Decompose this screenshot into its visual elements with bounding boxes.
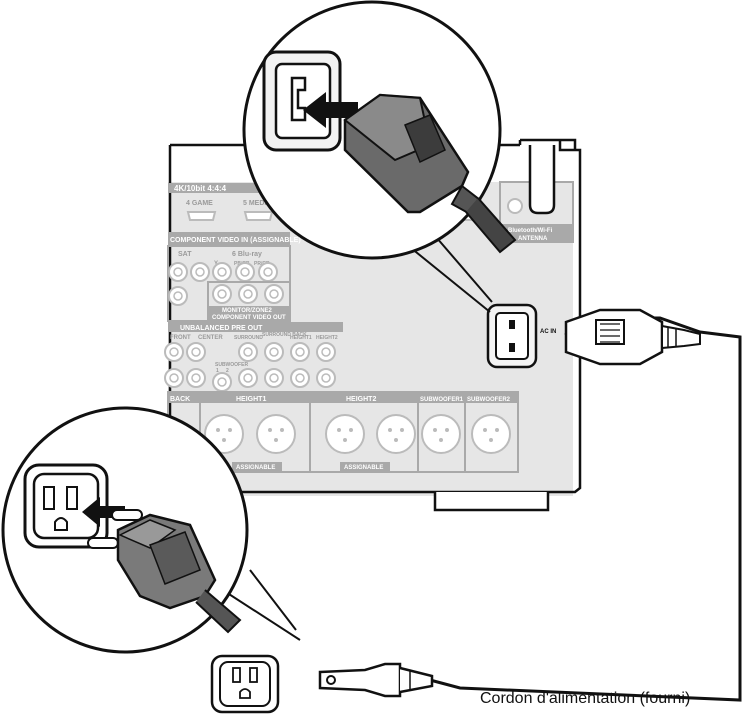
- pre-out-channel-label: SURROUND BACK: [262, 332, 307, 338]
- antenna-icon: [507, 145, 556, 215]
- hdmi-header: 4K/10bit 4:4:4: [174, 184, 227, 193]
- xlr-section: BACK HEIGHT1 HEIGHT2 SUBWOOFER1 SUBWOOFE…: [167, 391, 519, 473]
- hdmi-port-icon: [186, 211, 217, 221]
- rca-jack-icon: [186, 342, 206, 362]
- magnifier-bottom: [1, 406, 301, 654]
- pre-out-channel-label: SURROUND: [234, 335, 263, 341]
- magnifier-top: [242, 0, 517, 313]
- xlr-group-label: BACK: [170, 396, 190, 403]
- rca-jack-icon: [316, 368, 336, 388]
- xlr-group-label: SUBWOOFER2: [467, 397, 511, 403]
- xlr-group-label: SUBWOOFER1: [420, 397, 464, 403]
- iec-connector-icon: [343, 93, 517, 254]
- rca-jack-icon: [238, 368, 258, 388]
- hdmi-port-icon: [243, 211, 274, 221]
- rca-jack-icon: [290, 368, 310, 388]
- receiver-foot: [433, 492, 550, 512]
- antenna-sub-label: ANTENNA: [518, 236, 548, 242]
- rca-jack-icon: [186, 368, 206, 388]
- rca-jack-icon: [290, 342, 310, 362]
- monitor-out-section: MONITOR/ZONE2 COMPONENT VIDEO OUT: [207, 281, 291, 321]
- power-plug-icon: [318, 662, 434, 698]
- rca-jack-icon: [235, 262, 255, 282]
- component-sub-label: 6 Blu-ray: [232, 251, 262, 258]
- pre-out-channel-label: HEIGHT2: [316, 335, 338, 341]
- rca-jack-icon: [190, 262, 210, 282]
- component-channel-label: PR/CR: [254, 261, 270, 267]
- power-cord: [318, 308, 742, 702]
- assignable-label: ASSIGNABLE: [236, 465, 275, 471]
- xlr-jack-icon: [325, 414, 365, 454]
- rca-jack-icon: [212, 262, 232, 282]
- xlr-group-label: HEIGHT2: [346, 396, 376, 403]
- pre-out-header: UNBALANCED PRE OUT: [180, 325, 263, 332]
- antenna-section: Bluetooth/Wi-Fi ANTENNA: [499, 145, 574, 243]
- pre-out-section: UNBALANCED PRE OUT FRONT CENTER SURROUND…: [164, 322, 343, 392]
- rca-jack-icon: [264, 368, 284, 388]
- iec-connector-icon: [564, 308, 701, 366]
- rca-jack-icon: [238, 284, 258, 304]
- power-cord-caption: Cordon d'alimentation (fourni): [480, 690, 691, 707]
- rca-jack-icon: [212, 284, 232, 304]
- rca-jack-icon: [316, 342, 336, 362]
- iec-inlet-icon: [486, 303, 538, 369]
- subwoofer-num: 2: [226, 368, 229, 374]
- monitor-label: MONITOR/ZONE2: [222, 308, 273, 314]
- rca-jack-icon: [264, 284, 284, 304]
- wall-outlet-icon: [210, 654, 280, 714]
- subwoofer-num: 1: [216, 368, 219, 374]
- arrow-icon: [303, 92, 358, 128]
- xlr-jack-icon: [256, 414, 296, 454]
- iec-inlet-icon: [262, 50, 342, 152]
- pre-out-channel-label: HEIGHT1: [290, 335, 312, 341]
- rca-jack-icon: [258, 262, 278, 282]
- xlr-jack-icon: [204, 414, 244, 454]
- power-plug-icon: [87, 509, 242, 634]
- monitor-sub-label: COMPONENT VIDEO OUT: [212, 315, 286, 321]
- pre-out-channel-label: FRONT: [170, 335, 191, 341]
- xlr-group-label: HEIGHT1: [236, 396, 266, 403]
- rca-jack-icon: [164, 368, 184, 388]
- rca-jack-icon: [264, 342, 284, 362]
- hdmi-input-label: 4 GAME: [186, 200, 213, 207]
- pre-out-channel-label: CENTER: [198, 335, 223, 341]
- rca-jack-icon: [168, 262, 188, 282]
- arrow-icon: [82, 497, 125, 527]
- component-video-section: COMPONENT VIDEO IN (ASSIGNABLE) SAT 6 Bl…: [167, 232, 301, 322]
- assignable-label: ASSIGNABLE: [344, 465, 383, 471]
- component-sub-label: SAT: [178, 251, 192, 258]
- rca-jack-icon: [238, 342, 258, 362]
- ac-in-label: AC IN: [540, 329, 556, 335]
- rca-jack-icon: [164, 342, 184, 362]
- subwoofer-label: SUBWOOFER: [215, 362, 248, 368]
- xlr-jack-icon: [421, 414, 461, 454]
- rca-jack-icon: [212, 372, 232, 392]
- hdmi-input-label: 5 MEDIA PL: [243, 200, 283, 207]
- xlr-jack-icon: [376, 414, 416, 454]
- rca-jack-icon: [168, 286, 188, 306]
- antenna-label: Bluetooth/Wi-Fi: [508, 228, 553, 234]
- xlr-jack-icon: [471, 414, 511, 454]
- component-header: COMPONENT VIDEO IN (ASSIGNABLE): [170, 237, 301, 244]
